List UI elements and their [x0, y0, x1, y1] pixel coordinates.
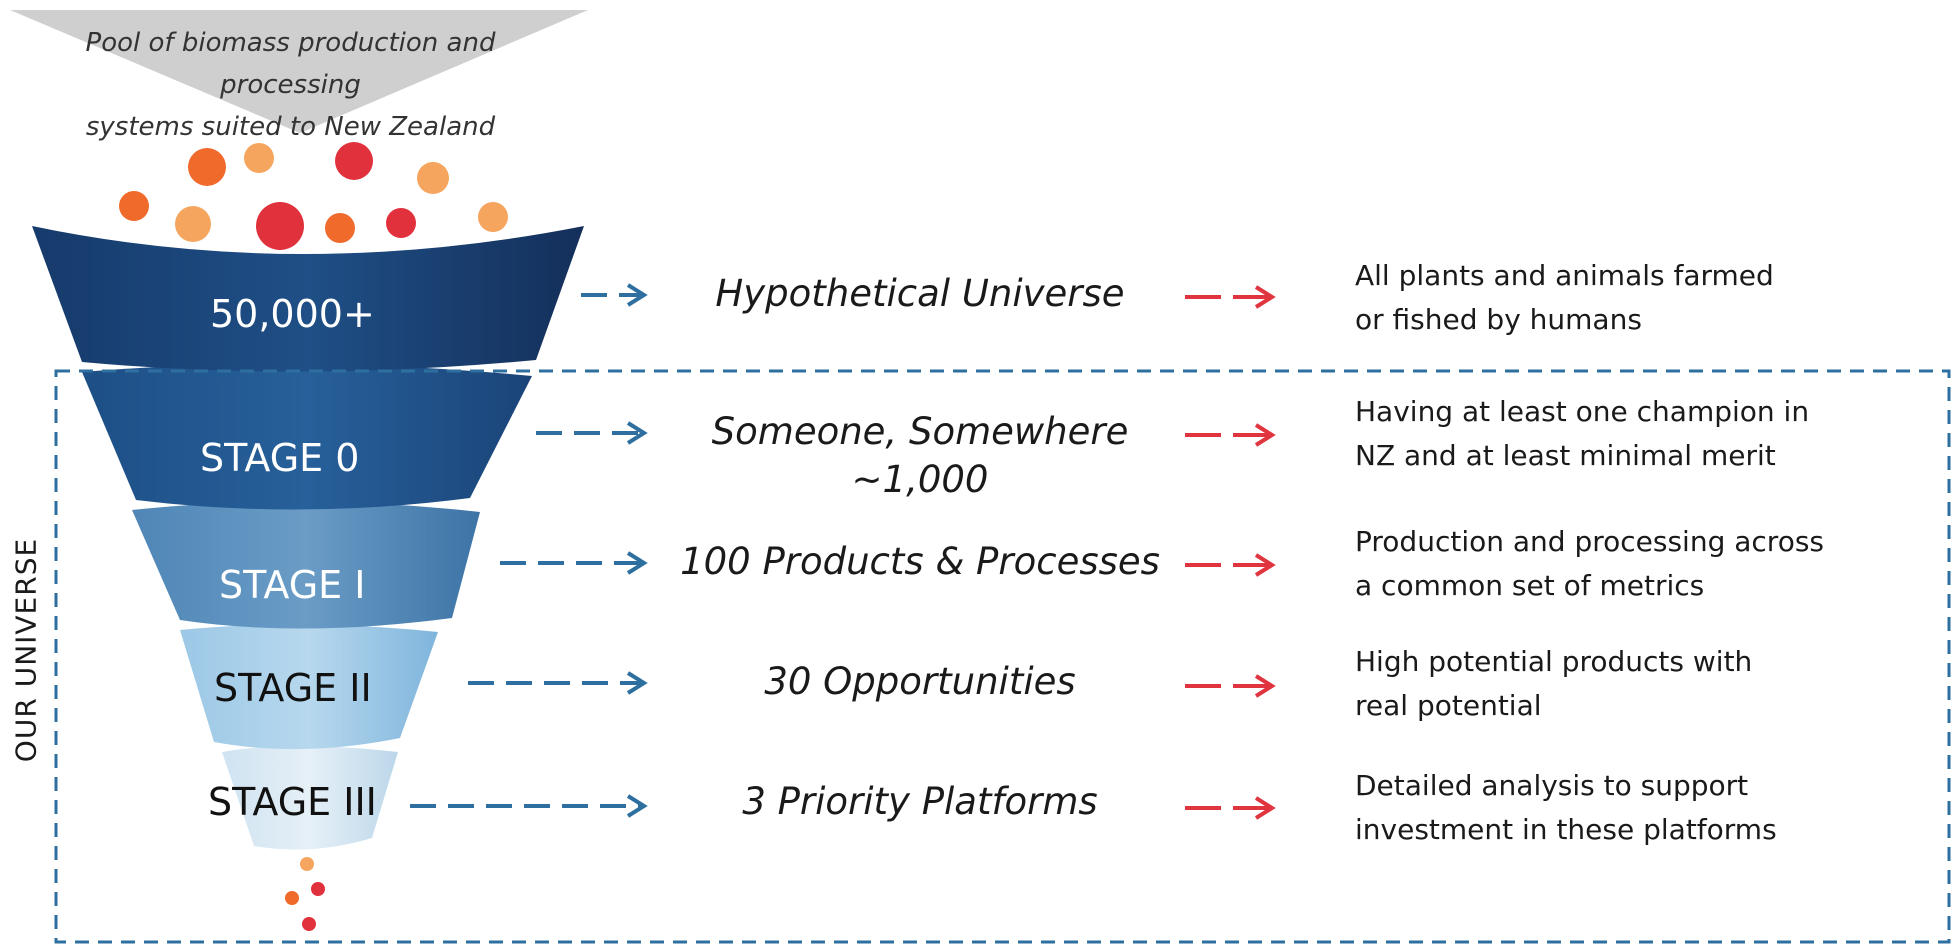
funnel-label-stage-0: STAGE 0 [200, 436, 360, 480]
biomass-dots [119, 142, 508, 250]
output-dots [285, 857, 325, 931]
blue-arrows [410, 283, 648, 818]
stage-description-3: Detailed analysis to support investment … [1355, 769, 1777, 846]
funnel-label-stage-3: STAGE III [208, 780, 377, 824]
stage-summary-3: 3 Priority Platforms [742, 780, 1098, 823]
our-universe-label: OUR UNIVERSE [9, 537, 43, 763]
funnel-layer-1 [82, 363, 532, 510]
funnel-layer-2 [132, 501, 480, 629]
funnel-label-stage-2: STAGE II [214, 666, 372, 710]
funnel-layer-4 [222, 746, 398, 850]
stage-description-1: Production and processing across a commo… [1355, 525, 1824, 602]
funnel-layer-3 [180, 624, 438, 750]
stage-description-0: Having at least one champion in NZ and a… [1355, 395, 1810, 472]
pool-caption: Pool of biomass production and processin… [85, 28, 496, 142]
stage-summary-1: 100 Products & Processes [680, 540, 1160, 583]
red-arrows [1185, 285, 1276, 820]
stage-description-universe: All plants and animals farmed or fished … [1355, 259, 1774, 336]
funnel-label-total: 50,000+ [210, 292, 375, 336]
stage-description-2: High potential products with real potent… [1355, 645, 1753, 722]
stage-summary-2: 30 Opportunities [764, 660, 1076, 703]
stage-summary-0: Someone, Somewhere ~1,000 [711, 410, 1129, 501]
pool-triangle [10, 10, 588, 133]
our-universe-border [54, 369, 1951, 944]
funnel-layer-0 [32, 226, 584, 372]
stage-summary-universe: Hypothetical Universe [715, 272, 1125, 315]
funnel-label-stage-1: STAGE I [219, 563, 366, 607]
